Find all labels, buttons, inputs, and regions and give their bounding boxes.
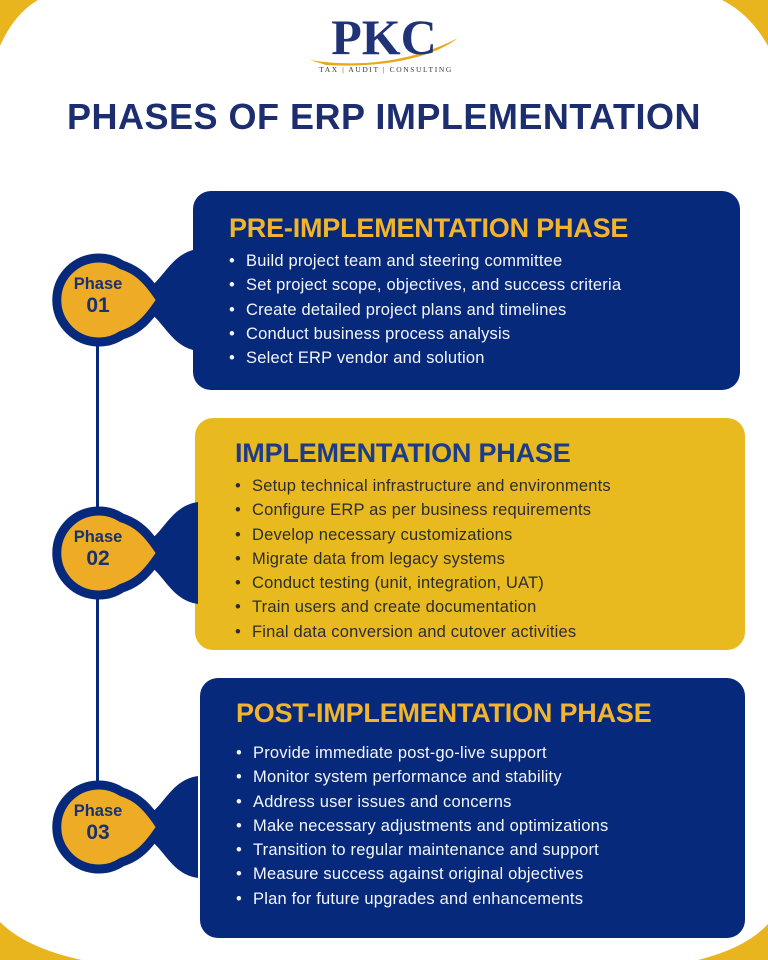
bullet-icon: • (235, 574, 241, 593)
bullet-icon: • (235, 549, 241, 568)
pkc-logo-graphic: PKC TAX | AUDIT | CONSULTING (310, 9, 458, 74)
phase-marker-graphic (52, 502, 198, 604)
card-bullet-list: •Setup technical infrastructure and envi… (235, 477, 721, 642)
marker-teardrop-circle (52, 506, 166, 600)
bullet-icon: • (229, 324, 235, 343)
bullet-icon: • (229, 252, 235, 270)
marker-teardrop-circle (52, 253, 166, 347)
list-item: •Make necessary adjustments and optimiza… (236, 816, 609, 835)
marker-tab (182, 798, 198, 856)
marker-tab (182, 271, 198, 329)
logo-tagline: TAX | AUDIT | CONSULTING (319, 65, 453, 74)
phase-marker-02: Phase 02 (48, 488, 198, 618)
card-implementation: IMPLEMENTATION PHASE •Setup technical in… (195, 418, 745, 650)
list-item: •Conduct testing (unit, integration, UAT… (235, 574, 544, 593)
phase-marker-graphic (52, 249, 198, 351)
corner-swoosh-bottom-left (0, 922, 82, 960)
logo-wordmark: PKC (331, 10, 437, 65)
list-item: •Plan for future upgrades and enhancemen… (236, 889, 584, 908)
list-item: •Select ERP vendor and solution (229, 349, 485, 368)
card-title-implementation: IMPLEMENTATION PHASE (235, 438, 571, 468)
list-item: •Measure success against original object… (236, 865, 584, 884)
list-item: •Address user issues and concerns (236, 792, 512, 811)
card-bullet-list: •Build project team and steering committ… (229, 252, 712, 368)
bullet-icon: • (235, 525, 241, 544)
card-title-pre-implementation: PRE-IMPLEMENTATION PHASE (229, 213, 629, 243)
bullet-icon: • (229, 276, 235, 295)
pkc-logo: PKC TAX | AUDIT | CONSULTING (304, 9, 464, 80)
list-item: •Provide immediate post-go-live support (236, 744, 547, 762)
list-item: •Migrate data from legacy systems (235, 549, 506, 568)
bullet-icon: • (236, 792, 242, 811)
bullet-icon: • (236, 816, 242, 835)
bullet-icon: • (235, 477, 241, 495)
list-item: •Setup technical infrastructure and envi… (235, 477, 611, 495)
card-post-implementation: POST-IMPLEMENTATION PHASE •Provide immed… (200, 678, 745, 938)
bullet-icon: • (235, 622, 241, 641)
phase-marker-graphic (52, 776, 198, 878)
bullet-icon: • (235, 501, 241, 520)
bullet-icon: • (236, 865, 242, 884)
phase-marker-03: Phase 03 (48, 762, 198, 892)
card-pre-implementation: PRE-IMPLEMENTATION PHASE •Build project … (193, 191, 740, 390)
bullet-icon: • (229, 349, 235, 368)
list-item: •Build project team and steering committ… (229, 252, 563, 270)
card-bullet-list: •Provide immediate post-go-live support•… (236, 744, 721, 909)
corner-swoosh-top-right (722, 0, 768, 46)
phase-label-01: Phase 01 (73, 275, 123, 317)
bullet-icon: • (236, 768, 242, 787)
list-item: •Create detailed project plans and timel… (229, 300, 567, 319)
list-item: •Configure ERP as per business requireme… (235, 501, 592, 520)
list-item: •Transition to regular maintenance and s… (236, 841, 599, 860)
phase-label-02: Phase 02 (73, 528, 123, 570)
list-item: •Develop necessary customizations (235, 525, 513, 544)
page-title: PHASES OF ERP IMPLEMENTATION (66, 96, 702, 137)
phase-label-03: Phase 03 (73, 802, 123, 844)
list-item: •Final data conversion and cutover activ… (235, 622, 577, 641)
marker-teardrop-circle (52, 780, 166, 874)
bullet-icon: • (236, 744, 242, 762)
list-item: •Monitor system performance and stabilit… (236, 768, 562, 787)
list-item: •Train users and create documentation (235, 598, 537, 617)
corner-swoosh-top-left (0, 0, 38, 46)
marker-tab (182, 524, 198, 582)
bullet-icon: • (229, 300, 235, 319)
list-item: •Set project scope, objectives, and succ… (229, 276, 622, 295)
logo-swoosh (310, 38, 458, 66)
card-title-post-implementation: POST-IMPLEMENTATION PHASE (236, 698, 652, 728)
phase-marker-01: Phase 01 (48, 235, 198, 365)
bullet-icon: • (236, 889, 242, 908)
list-item: •Conduct business process analysis (229, 324, 511, 343)
bullet-icon: • (236, 841, 242, 860)
bullet-icon: • (235, 598, 241, 617)
